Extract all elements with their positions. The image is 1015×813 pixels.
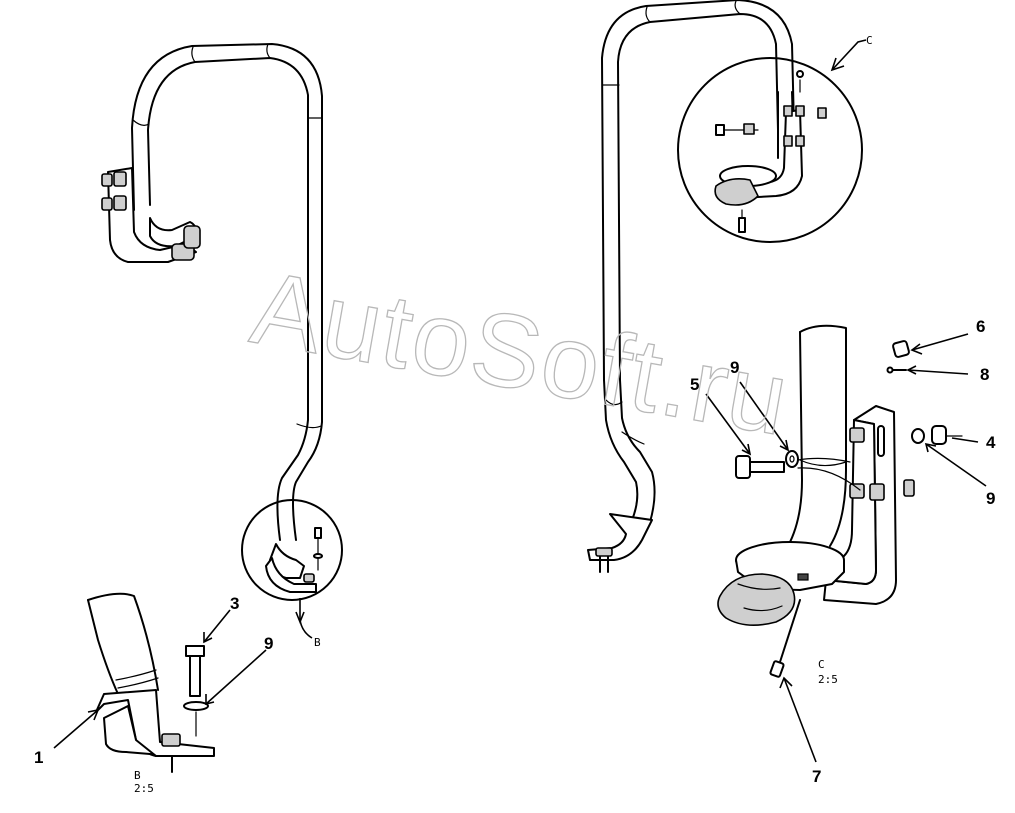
right-handrail-assembly xyxy=(587,0,795,573)
detail-c-view-scale: 2:5 xyxy=(818,673,838,686)
callout-part-9: 9 xyxy=(264,634,273,653)
callout-leaders xyxy=(53,333,987,763)
callout-part-1: 1 xyxy=(34,748,43,767)
hex-nut-icon xyxy=(892,340,910,358)
bolt-head-icon xyxy=(185,645,205,657)
detail-c-marker: C xyxy=(866,34,873,47)
callout-part-4: 4 xyxy=(986,433,996,452)
knob-icon xyxy=(717,573,796,626)
washer-icon xyxy=(911,428,925,444)
left-handrail-assembly xyxy=(101,43,323,579)
detail-b-view-scale: 2:5 xyxy=(134,782,154,795)
hex-nut-icon xyxy=(849,427,865,443)
callout-part-7: 7 xyxy=(812,767,821,786)
detail-b-view xyxy=(87,592,215,773)
callout-part-9: 9 xyxy=(986,489,995,508)
detail-c-view-letter: C xyxy=(818,658,825,671)
washer-icon xyxy=(785,450,799,468)
detail-b-view-letter: B xyxy=(134,769,141,782)
callout-part-8: 8 xyxy=(980,365,989,384)
hex-nut-icon xyxy=(931,425,947,445)
detail-c-view xyxy=(717,324,963,678)
hex-nut-icon xyxy=(101,197,113,211)
detail-b-circle xyxy=(241,499,343,639)
callout-part-9: 9 xyxy=(730,358,739,377)
washer-icon xyxy=(183,701,209,711)
callout-part-6: 6 xyxy=(976,317,985,336)
screw-icon xyxy=(769,660,785,678)
hex-nut-icon xyxy=(101,173,113,187)
detail-c-circle xyxy=(677,39,867,243)
callout-part-5: 5 xyxy=(690,375,699,394)
watermark-text: AutoSoft.ru xyxy=(244,250,798,458)
bolt-head-icon xyxy=(735,455,751,479)
callout-part-3: 3 xyxy=(230,594,239,613)
detail-b-marker: B xyxy=(314,636,321,649)
